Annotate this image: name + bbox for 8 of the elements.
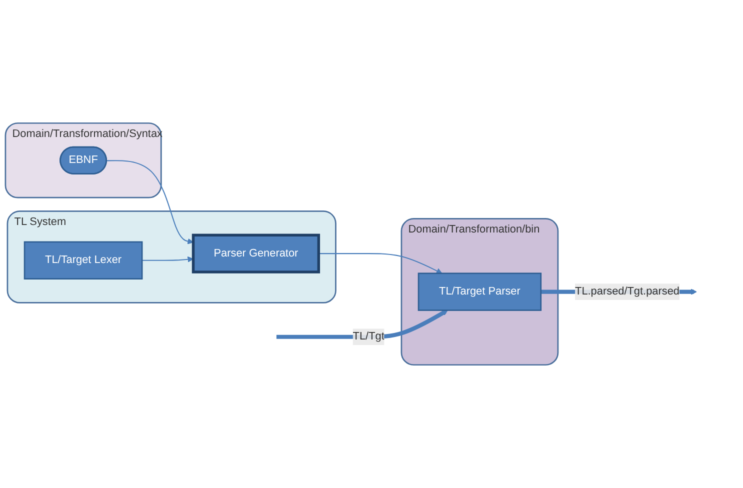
edge-label: TL/Tgt <box>352 330 384 342</box>
arrow <box>106 160 194 244</box>
node-box: Parser Generator <box>192 234 320 274</box>
arrow <box>142 256 194 262</box>
node-box: TL/Target Lexer <box>24 241 143 280</box>
edge-label: TL.parsed/Tgt.parsed <box>575 286 680 298</box>
arrow <box>318 253 442 274</box>
node-box: TL/Target Parser <box>418 272 542 311</box>
